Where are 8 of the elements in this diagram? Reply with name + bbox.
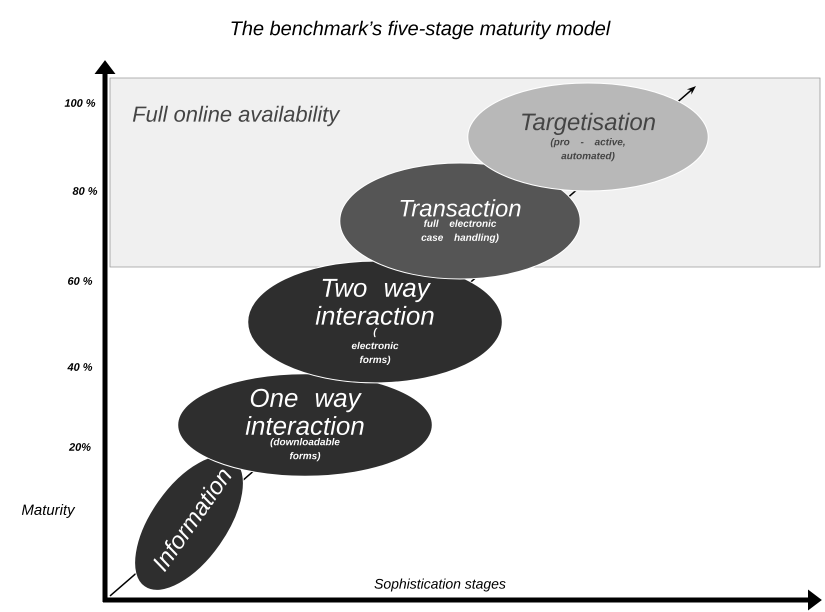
title: The benchmark’s five-stage maturity model — [232, 20, 611, 40]
axis-tick-label: 60 % — [68, 277, 92, 285]
axis-tick-label: 20% — [68, 443, 91, 451]
axis-title: Maturity — [22, 504, 76, 518]
axis-tick-label: 40 % — [67, 363, 92, 371]
axis-tick-label: 100 % — [64, 99, 96, 107]
axis-title: Sophistication stages — [374, 578, 506, 592]
axis-tick-label: 80 % — [72, 187, 98, 195]
